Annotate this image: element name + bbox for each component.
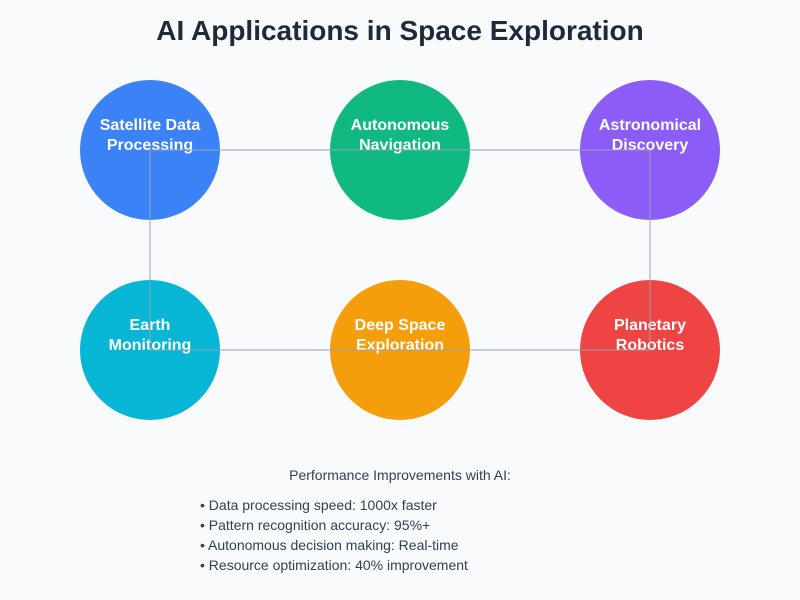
- node-label: Astronomical: [599, 117, 701, 134]
- performance-item: • Pattern recognition accuracy: 95%+: [200, 517, 430, 533]
- node-label: Navigation: [359, 137, 441, 154]
- node-label: Exploration: [356, 337, 444, 354]
- connectors-layer: [149, 149, 651, 351]
- performance-section: Performance Improvements with AI: • Data…: [200, 467, 511, 573]
- node-label: Satellite Data: [100, 117, 201, 134]
- node-label: Deep Space: [355, 317, 446, 334]
- performance-item: • Resource optimization: 40% improvement: [200, 557, 468, 573]
- node-label: Autonomous: [351, 117, 450, 134]
- nodes-layer: Satellite DataProcessingAutonomousNaviga…: [80, 80, 720, 420]
- performance-item: • Autonomous decision making: Real-time: [200, 537, 459, 553]
- performance-item: • Data processing speed: 1000x faster: [200, 497, 437, 513]
- performance-heading: Performance Improvements with AI:: [289, 467, 511, 483]
- diagram-title: AI Applications in Space Exploration: [156, 15, 643, 46]
